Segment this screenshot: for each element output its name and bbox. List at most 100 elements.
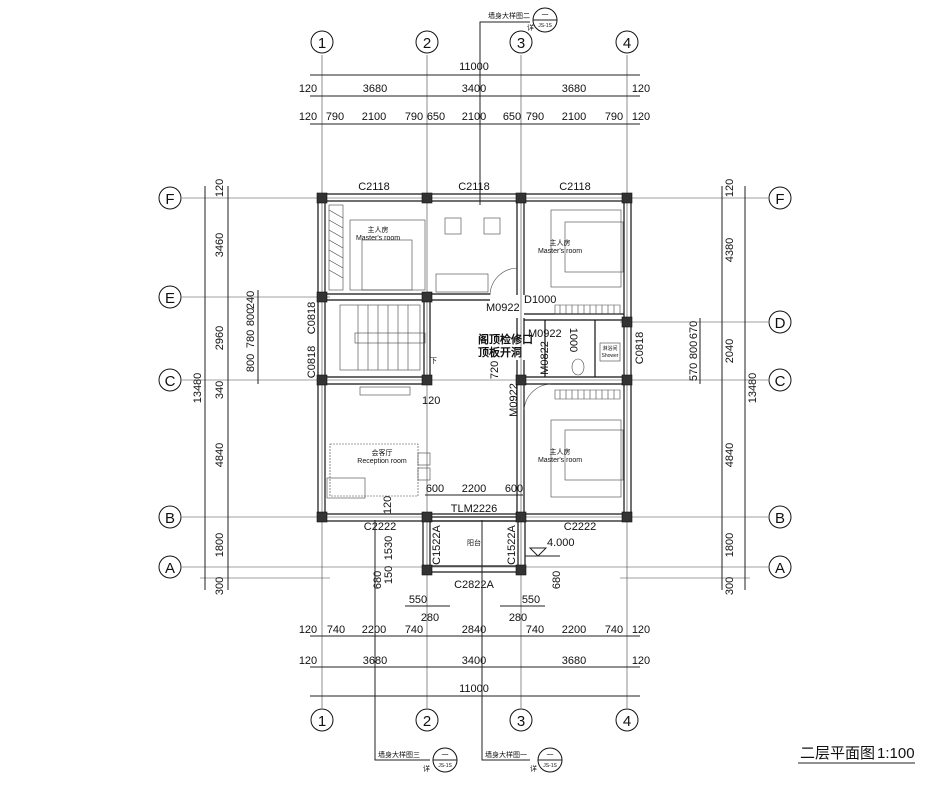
axis-bubbles-bottom: 1 2 3 4: [310, 708, 639, 732]
dim-label: 2840: [462, 624, 486, 636]
window-label: C0818: [306, 302, 318, 334]
room-name: 主人房: [550, 238, 571, 247]
axis-bubbles-right: F D C B A: [768, 186, 792, 579]
dim-label: 780: [245, 330, 257, 348]
dim-label: 120: [632, 111, 650, 123]
dim-label: 800: [245, 308, 257, 326]
window-label: C2118: [458, 181, 490, 193]
dim-label: 280: [509, 612, 527, 624]
dim-label: 120: [299, 655, 317, 667]
dim-label: 120: [299, 83, 317, 95]
room-name-en: Master's room: [538, 248, 582, 255]
axis-1-top: 1: [318, 35, 326, 52]
dim-label: 790: [526, 111, 544, 123]
axis-F-left: F: [165, 191, 174, 208]
dim-overall-left: 13480: [192, 373, 204, 404]
axis-bubbles-left: F E C B A: [158, 186, 182, 579]
dim-label: 600: [426, 483, 444, 495]
window-label: C2222: [564, 521, 596, 533]
window-label: C2222: [364, 521, 396, 533]
dim-label: 3680: [562, 83, 586, 95]
door-label: M0822: [539, 341, 551, 375]
window-label: C1522A: [431, 524, 443, 564]
door-label: M0922: [528, 328, 562, 340]
callout-label: 墙身大样图一: [485, 750, 527, 759]
axis-2-top: 2: [423, 35, 431, 52]
room-name-en: Master's room: [356, 235, 400, 242]
dim-label: 120: [299, 624, 317, 636]
axis-C-left: C: [165, 373, 176, 390]
dim-label: 790: [405, 111, 423, 123]
dim-label: 650: [503, 111, 521, 123]
dim-label: 740: [405, 624, 423, 636]
axis-grid: [182, 55, 768, 708]
dim-label: 3400: [462, 655, 486, 667]
dim-label: 650: [427, 111, 445, 123]
dim-label: 240: [245, 291, 257, 309]
axis-F-right: F: [775, 191, 784, 208]
dim-label: 300: [214, 577, 226, 595]
axis-A-right: A: [775, 560, 785, 577]
dim-label: 120: [214, 179, 226, 197]
dim-label: 740: [605, 624, 623, 636]
dim-label: 3680: [363, 83, 387, 95]
right-dimensions: 13480 120 4380 2040 4840 1800 300 670 80…: [688, 179, 759, 595]
dim-label: 1530: [383, 536, 395, 560]
axis-A-left: A: [165, 560, 175, 577]
dim-label: 670: [688, 321, 700, 339]
dim-label: 2200: [562, 624, 586, 636]
dim-label: 550: [409, 594, 427, 606]
window-label: C2118: [358, 181, 390, 193]
dim-label: 340: [214, 381, 226, 399]
callout-detail: 详: [527, 23, 534, 32]
room-name-en: Shower: [602, 353, 619, 359]
dim-label: 4840: [724, 443, 736, 467]
room-name: 主人房: [550, 447, 571, 456]
dim-label: 570: [688, 363, 700, 381]
callout-label: 墙身大样图二: [488, 11, 530, 20]
hatch-note: 顶板开洞: [478, 345, 522, 359]
axis-C-right: C: [775, 373, 786, 390]
dim-label: 120: [632, 83, 650, 95]
axis-3-bottom: 3: [517, 713, 525, 730]
dim-label: 2200: [362, 624, 386, 636]
room-labels: 主人房 Master's room 主人房 Master's room 主人房 …: [356, 225, 619, 547]
axis-B-right: B: [775, 510, 785, 527]
dim-label: 1800: [214, 533, 226, 557]
dim-label: 150: [383, 566, 395, 584]
dim-label: 4840: [214, 443, 226, 467]
dim-label: 2200: [462, 483, 486, 495]
dim-label: 740: [526, 624, 544, 636]
axis-1-bottom: 1: [318, 713, 326, 730]
callout-top: 墙身大样图二 一 JS-1S 详: [479, 7, 558, 205]
window-label: C1522A: [506, 524, 518, 564]
bottom-dimensions: 550 550 120 740 2200 740 280 2840 280 74…: [299, 594, 650, 697]
dim-label: 790: [326, 111, 344, 123]
dim-label: 280: [421, 612, 439, 624]
dim-label: 2040: [724, 339, 736, 363]
drawing-title-text: 二层平面图: [800, 745, 875, 762]
axis-D-right: D: [775, 315, 786, 332]
window-label: C0818: [634, 332, 646, 364]
stair-down-label: 下: [430, 357, 437, 365]
callout-number: 一: [442, 752, 449, 759]
elevation-mark: 4.000: [547, 537, 575, 549]
dim-label: 120: [382, 496, 394, 514]
dim-label: 740: [327, 624, 345, 636]
dim-overall-bottom: 11000: [459, 683, 489, 695]
callout-bottom-left: 墙身大样图三 一 JS-1S 详: [374, 520, 458, 773]
callout-detail: 详: [423, 764, 430, 773]
dim-label: 2100: [362, 111, 386, 123]
axis-B-left: B: [165, 510, 175, 527]
walls: [317, 193, 632, 573]
dim-label: 4380: [724, 238, 736, 262]
dim-label: 3400: [462, 83, 486, 95]
door-label: M0922: [508, 383, 520, 417]
axis-3-top: 3: [517, 35, 525, 52]
dim-label: 120: [632, 655, 650, 667]
opening-labels: C2118 C2118 C2118 C0818 C0818 C0818 M092…: [306, 181, 646, 591]
callout-number: 一: [547, 752, 554, 759]
left-dimensions: 13480 120 3460 2960 340 4840 1800 300 24…: [192, 179, 259, 595]
dim-overall-top: 11000: [459, 61, 489, 73]
